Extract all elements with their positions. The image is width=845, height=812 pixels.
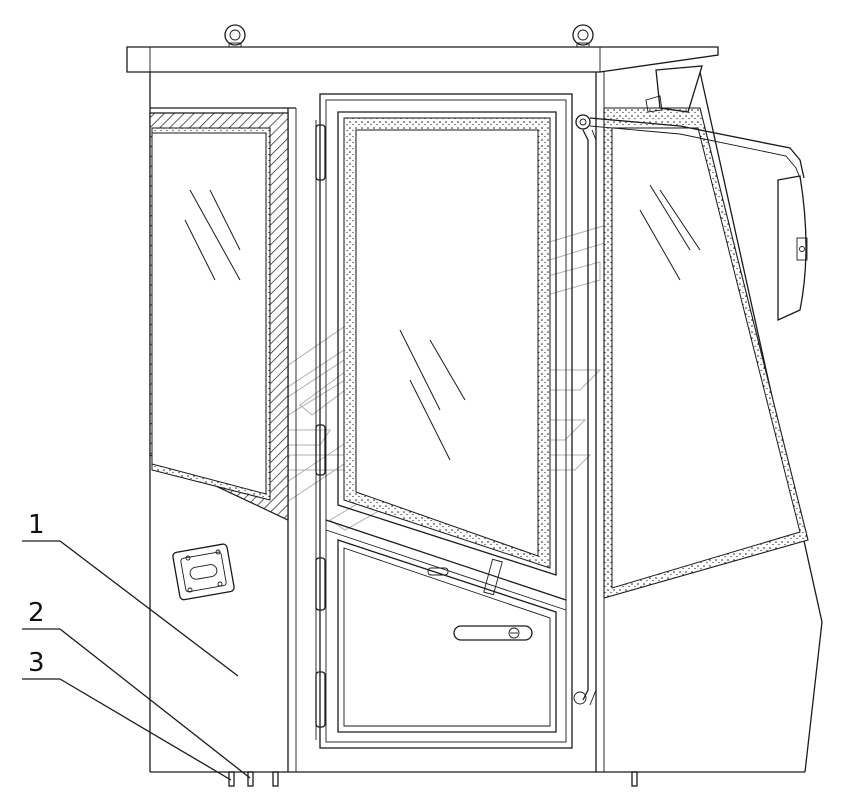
lifting-eye-right — [572, 24, 594, 48]
callout-label-3: 3 — [28, 648, 45, 678]
door-hinges — [315, 120, 326, 740]
bottom-studs — [228, 771, 638, 787]
grab-rail — [573, 114, 597, 706]
roof — [126, 46, 719, 73]
mirror-assembly — [589, 65, 808, 322]
callout-label-1: 1 — [28, 510, 45, 540]
door — [319, 93, 573, 749]
callout-label-2: 2 — [28, 598, 45, 628]
vent-grille — [172, 543, 235, 601]
lifting-eye-left — [224, 24, 246, 48]
right-window — [603, 107, 809, 599]
leader-lines — [22, 540, 251, 781]
left-window — [149, 112, 289, 521]
